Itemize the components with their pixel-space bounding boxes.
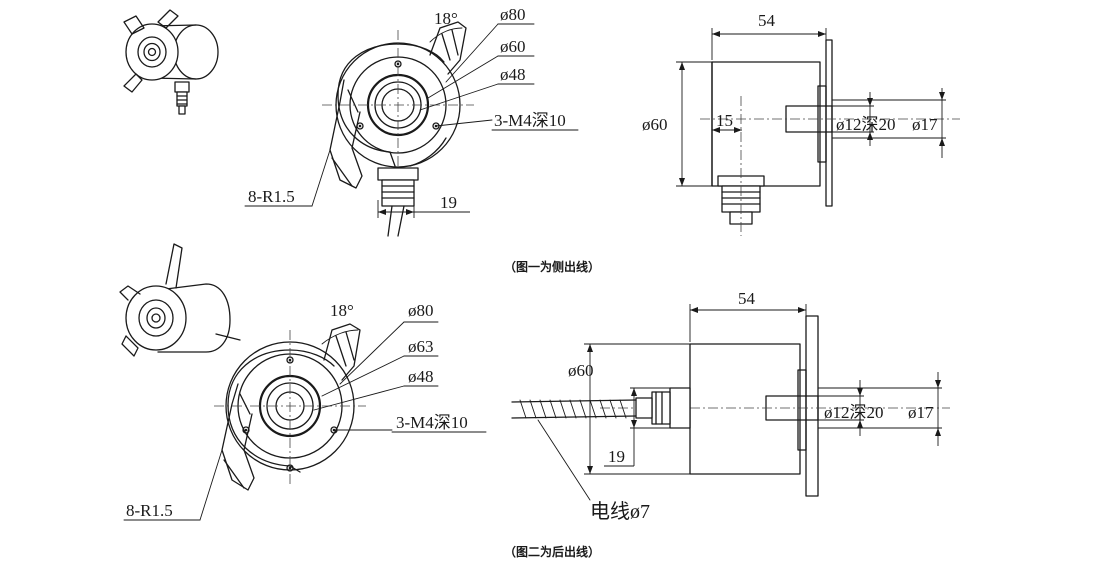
m4-thread-label-bottom: 3-M4深10	[396, 413, 468, 432]
front-view-side-exit	[244, 21, 579, 237]
angle-label-top: 18°	[434, 9, 458, 28]
caption-side-exit: （图一为侧出线）	[504, 259, 600, 274]
isometric-view-side-exit	[123, 9, 219, 115]
isometric-view-rear-exit	[119, 243, 241, 357]
length-54-label-bottom: 54	[738, 289, 756, 308]
diameter-60-side-label-top: ø60	[642, 115, 668, 134]
radius-label-bottom: 8-R1.5	[126, 501, 173, 520]
length-54-label-top: 54	[758, 11, 776, 30]
side-view-rear-exit	[511, 304, 950, 501]
diameter-80-label-top: ø80	[500, 5, 526, 24]
diameter-63-label-bottom: ø63	[408, 337, 434, 356]
diameter-17-label-top: ø17	[912, 115, 938, 134]
diameter-48-label-top: ø48	[500, 65, 526, 84]
radius-label-top: 8-R1.5	[248, 187, 295, 206]
dim-15-label-top: 15	[716, 111, 733, 130]
caption-rear-exit: （图二为后出线）	[504, 544, 600, 559]
bore-12-label-bottom: ø12深20	[824, 403, 884, 422]
diameter-48-label-bottom: ø48	[408, 367, 434, 386]
dim-19-label-bottom: 19	[608, 447, 625, 466]
cable-label-bottom: 电线ø7	[590, 500, 650, 523]
side-view-side-exit	[676, 28, 960, 236]
diameter-60-label-top: ø60	[500, 37, 526, 56]
dim-19-label-top: 19	[440, 193, 457, 212]
m4-thread-label-top: 3-M4深10	[494, 111, 566, 130]
bore-12-label-top: ø12深20	[836, 115, 896, 134]
angle-label-bottom: 18°	[330, 301, 354, 320]
diameter-60-side-label-bottom: ø60	[568, 361, 594, 380]
diameter-80-label-bottom: ø80	[408, 301, 434, 320]
diameter-17-label-bottom: ø17	[908, 403, 934, 422]
front-view-rear-exit	[123, 321, 487, 521]
